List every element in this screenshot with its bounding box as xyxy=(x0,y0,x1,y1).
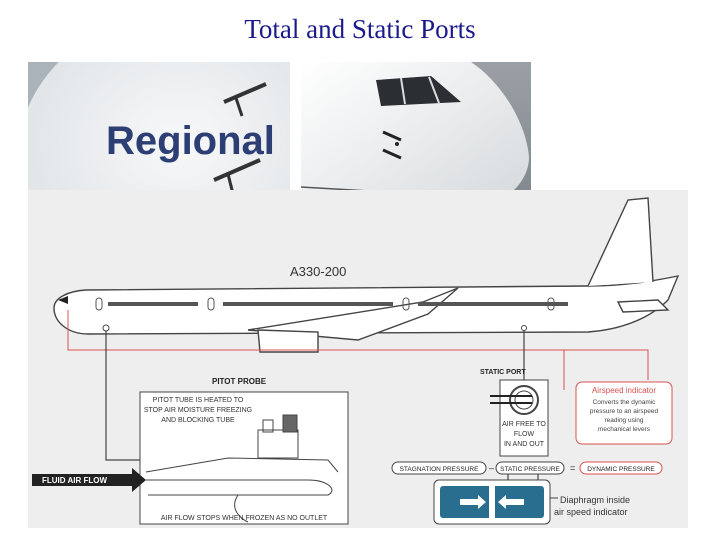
svg-text:IN AND OUT: IN AND OUT xyxy=(504,441,545,448)
regional-logo-text: Regional xyxy=(106,119,275,163)
svg-text:Diaphragm inside: Diaphragm inside xyxy=(560,495,630,505)
air-flow-stops-note: AIR FLOW STOPS WHEN FROZEN AS NO OUTLET xyxy=(161,515,328,522)
airspeed-indicator-title: Airspeed indicator xyxy=(592,386,656,395)
static-port-label: STATIC PORT xyxy=(480,369,526,376)
svg-text:DYNAMIC PRESSURE: DYNAMIC PRESSURE xyxy=(587,466,655,473)
svg-text:STATIC PRESSURE: STATIC PRESSURE xyxy=(500,466,560,473)
pitot-static-diagram: A330-200 PITOT PROBE STATIC PORT PITOT T… xyxy=(28,190,688,528)
svg-text:AND BLOCKING TUBE: AND BLOCKING TUBE xyxy=(161,417,235,424)
stagnation-pressure-box: STAGNATION PRESSURE xyxy=(392,462,486,474)
dynamic-pressure-box: DYNAMIC PRESSURE xyxy=(580,462,662,474)
svg-text:FLUID AIR FLOW: FLUID AIR FLOW xyxy=(42,476,107,485)
svg-text:STAGNATION PRESSURE: STAGNATION PRESSURE xyxy=(400,466,480,473)
minus-sign: – xyxy=(489,463,494,473)
svg-text:FLOW: FLOW xyxy=(514,431,535,438)
svg-text:STOP AIR MOISTURE FREEZING: STOP AIR MOISTURE FREEZING xyxy=(144,407,252,414)
equals-sign: = xyxy=(570,463,575,473)
static-pressure-box: STATIC PRESSURE xyxy=(496,462,564,474)
svg-text:pressure to an airspeed: pressure to an airspeed xyxy=(590,408,659,415)
svg-text:mechanical levers: mechanical levers xyxy=(598,426,651,433)
diaphragm-panel xyxy=(434,480,550,524)
svg-text:PITOT TUBE IS HEATED TO: PITOT TUBE IS HEATED TO xyxy=(153,397,244,404)
svg-text:Converts the dynamic: Converts the dynamic xyxy=(593,399,657,406)
svg-text:reading using: reading using xyxy=(604,417,643,424)
aircraft-model-label: A330-200 xyxy=(290,264,346,279)
page-title: Total and Static Ports xyxy=(0,14,720,45)
svg-text:AIR FREE TO: AIR FREE TO xyxy=(502,421,546,428)
pitot-probe-label: PITOT PROBE xyxy=(212,377,267,386)
svg-text:air speed indicator: air speed indicator xyxy=(554,507,628,517)
